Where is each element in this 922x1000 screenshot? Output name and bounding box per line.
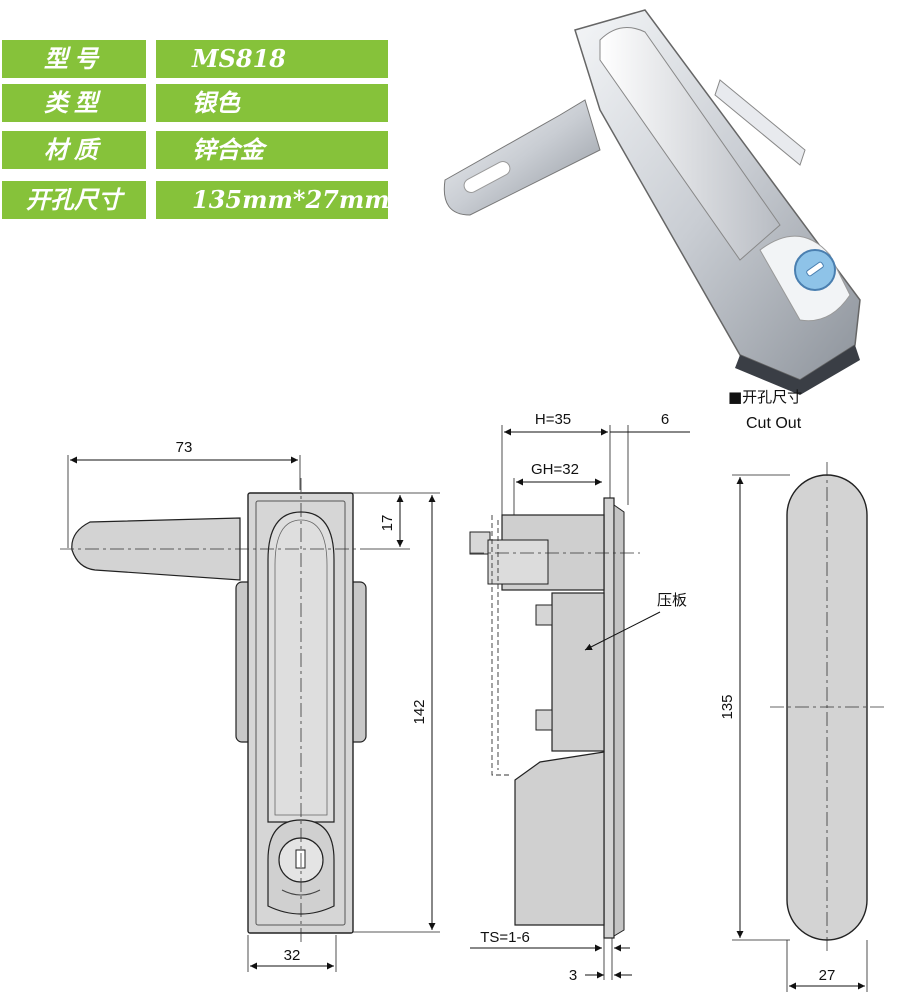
dim-cutout-height: 135 [719, 694, 736, 719]
side-view [469, 497, 640, 939]
spec-row-type: 类型 银色 [2, 84, 388, 122]
dim-panel-thickness: TS=1-6 [480, 929, 530, 946]
spec-value: 银色 [156, 84, 388, 122]
cutout-view: ■开孔尺寸 Cut Out 135 27 [719, 388, 885, 992]
spec-value: 135mm*27mm [156, 181, 390, 219]
dim-gear-depth: GH=32 [531, 461, 579, 478]
dim-flange-thickness: 6 [661, 411, 669, 428]
label-pressure-plate: 压板 [657, 591, 687, 609]
spec-row-cutout-size: 开孔尺寸 135mm*27mm [2, 181, 390, 219]
spec-value: MS818 [156, 40, 388, 78]
side-dimensions: H=35 6 GH=32 TS=1-6 3 压板 [470, 411, 690, 984]
spec-row-model: 型号 MS818 [2, 40, 388, 78]
product-photo [443, 9, 861, 395]
dim-housing-depth: H=35 [535, 411, 571, 428]
front-view [60, 478, 367, 945]
dim-top-offset: 17 [379, 515, 396, 532]
front-dimensions: 73 17 142 32 [67, 439, 440, 972]
dim-total-height: 142 [411, 699, 428, 724]
cutout-title-en: Cut Out [746, 415, 802, 432]
pressure-plate [551, 592, 605, 752]
spec-key: 型号 [2, 40, 146, 78]
dim-gap: 3 [569, 967, 577, 984]
spec-key: 材质 [2, 131, 146, 169]
mounting-flange [603, 497, 615, 939]
spec-value: 锌合金 [156, 131, 388, 169]
spec-row-material: 材质 锌合金 [2, 131, 388, 169]
cutout-title-cn: ■开孔尺寸 [728, 388, 802, 406]
dim-handle-length: 73 [176, 439, 193, 456]
dim-cutout-width: 27 [819, 967, 836, 984]
dim-body-width: 32 [284, 947, 301, 964]
spec-key: 开孔尺寸 [2, 181, 146, 219]
lower-body [514, 751, 605, 926]
spec-key: 类型 [2, 84, 146, 122]
